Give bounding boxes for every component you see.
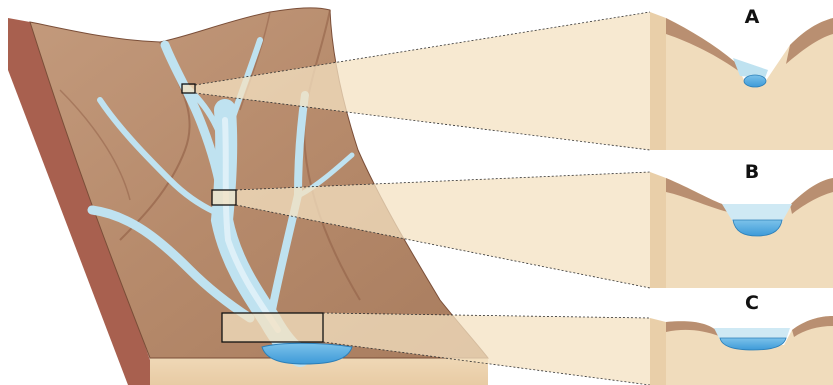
section-b-water-surface — [722, 204, 792, 222]
section-label-a: A — [745, 6, 760, 28]
cross-section-a: A — [650, 6, 833, 150]
cross-section-c: C — [650, 292, 833, 385]
section-label-c: C — [745, 292, 759, 314]
section-b-side — [650, 172, 666, 288]
cross-section-b: B — [650, 161, 833, 288]
section-a-side — [650, 12, 666, 150]
section-c-side — [650, 318, 666, 385]
section-label-b: B — [745, 161, 759, 183]
section-a-channel — [744, 75, 766, 87]
